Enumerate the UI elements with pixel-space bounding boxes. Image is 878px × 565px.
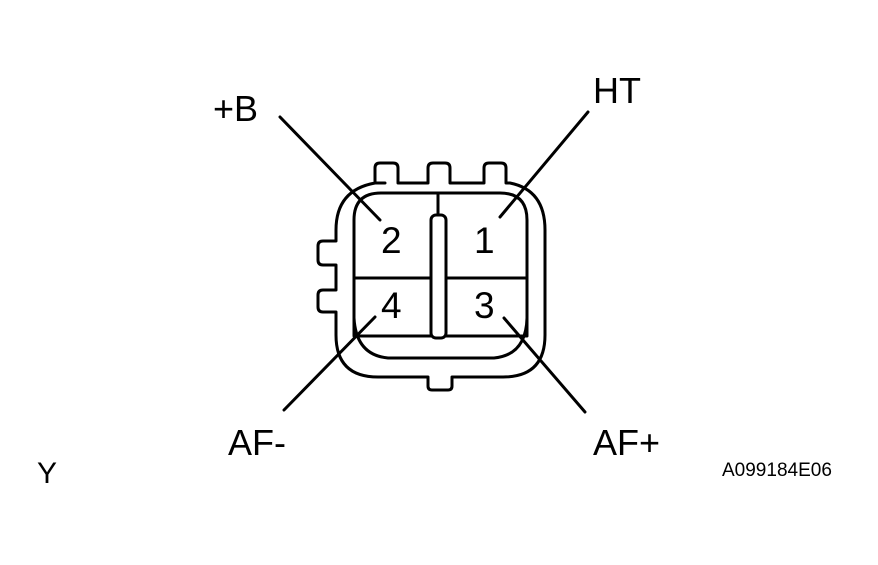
leader-line-pin4 <box>282 315 377 412</box>
leader-line-pin1 <box>498 110 590 219</box>
view-letter: Y <box>37 457 58 490</box>
pin-label-plus-b: +B <box>213 88 259 129</box>
figure-code: A099184E06 <box>722 460 832 481</box>
pin-number-3: 3 <box>474 285 495 326</box>
connector-inner-frame <box>352 191 529 337</box>
connector-housing-outline <box>316 161 547 392</box>
key-post <box>429 213 448 340</box>
pin-number-4: 4 <box>381 285 402 326</box>
pin-number-1: 1 <box>474 220 495 261</box>
leader-line-pin2 <box>278 115 382 222</box>
connector-inner-lip <box>352 316 529 360</box>
pin-label-af-plus: AF+ <box>593 422 661 463</box>
leader-line-pin3 <box>502 316 587 414</box>
pin-label-af-minus: AF- <box>228 422 286 463</box>
pin-number-2: 2 <box>381 220 402 261</box>
pin-label-ht: HT <box>593 70 641 111</box>
